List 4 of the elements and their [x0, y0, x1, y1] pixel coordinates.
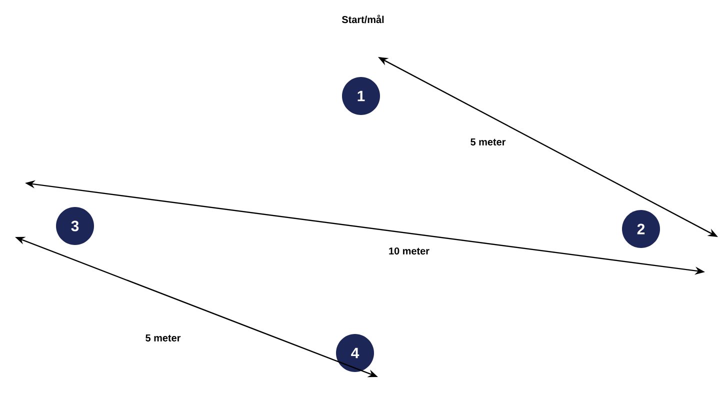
start-label: Start/mål — [342, 14, 384, 24]
distance-label: 5 meter — [468, 137, 508, 147]
distance-label: 10 meter — [387, 246, 431, 256]
distance-label: 5 meter — [144, 333, 182, 343]
